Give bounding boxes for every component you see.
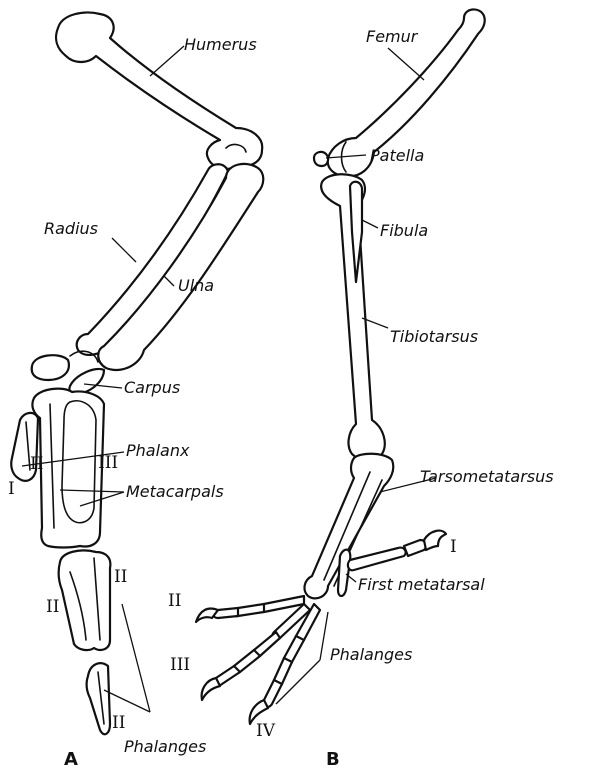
label-tibiotarsus: Tibiotarsus: [390, 327, 478, 346]
label-phalanx-left: II: [46, 597, 59, 617]
patella-bone: [314, 152, 328, 166]
toe-1-phalanx-2: [404, 540, 426, 556]
label-toe-2: II: [168, 591, 181, 611]
label-phalanx-bottom: II: [112, 713, 125, 733]
phalanx-digit-2-proximal: [59, 550, 111, 650]
label-phalanx: Phalanx: [126, 441, 190, 460]
label-femur: Femur: [366, 27, 419, 46]
label-patella: Patella: [370, 146, 424, 165]
label-carpus: Carpus: [124, 378, 180, 397]
toe-1-claw: [424, 531, 446, 550]
wing-skeleton: [11, 13, 263, 735]
leg-skeleton: [196, 9, 485, 724]
label-radius: Radius: [44, 219, 98, 238]
label-leg-phalanges: Phalanges: [330, 645, 412, 664]
ulna-bone: [98, 164, 263, 370]
label-toe-3: III: [170, 655, 190, 675]
toe-2-claw: [196, 609, 218, 623]
toe-1-phalanx-1: [348, 548, 406, 571]
toe-3-claw: [202, 678, 220, 700]
first-metatarsal-bone: [338, 550, 350, 596]
label-fibula: Fibula: [380, 221, 428, 240]
label-wing-phalanges: Phalanges: [124, 737, 206, 756]
label-ulna: Ulna: [178, 276, 214, 295]
label-metacarpal-2: II: [30, 454, 43, 474]
label-metacarpals: Metacarpals: [126, 482, 224, 501]
label-first-metatarsal: First metatarsal: [358, 575, 485, 594]
label-toe-4: IV: [256, 721, 276, 741]
carpal-bone-1: [32, 355, 69, 380]
panel-letter-b: B: [326, 749, 340, 770]
label-tarsometatarsus: Tarsometatarsus: [420, 467, 554, 486]
label-metacarpal-3: III: [98, 453, 118, 473]
label-toe-1: I: [450, 537, 457, 557]
panel-letter-a: A: [64, 749, 78, 770]
label-humerus: Humerus: [184, 35, 257, 54]
label-phalanx-right: II: [114, 567, 127, 587]
label-metacarpal-1: I: [8, 479, 15, 499]
